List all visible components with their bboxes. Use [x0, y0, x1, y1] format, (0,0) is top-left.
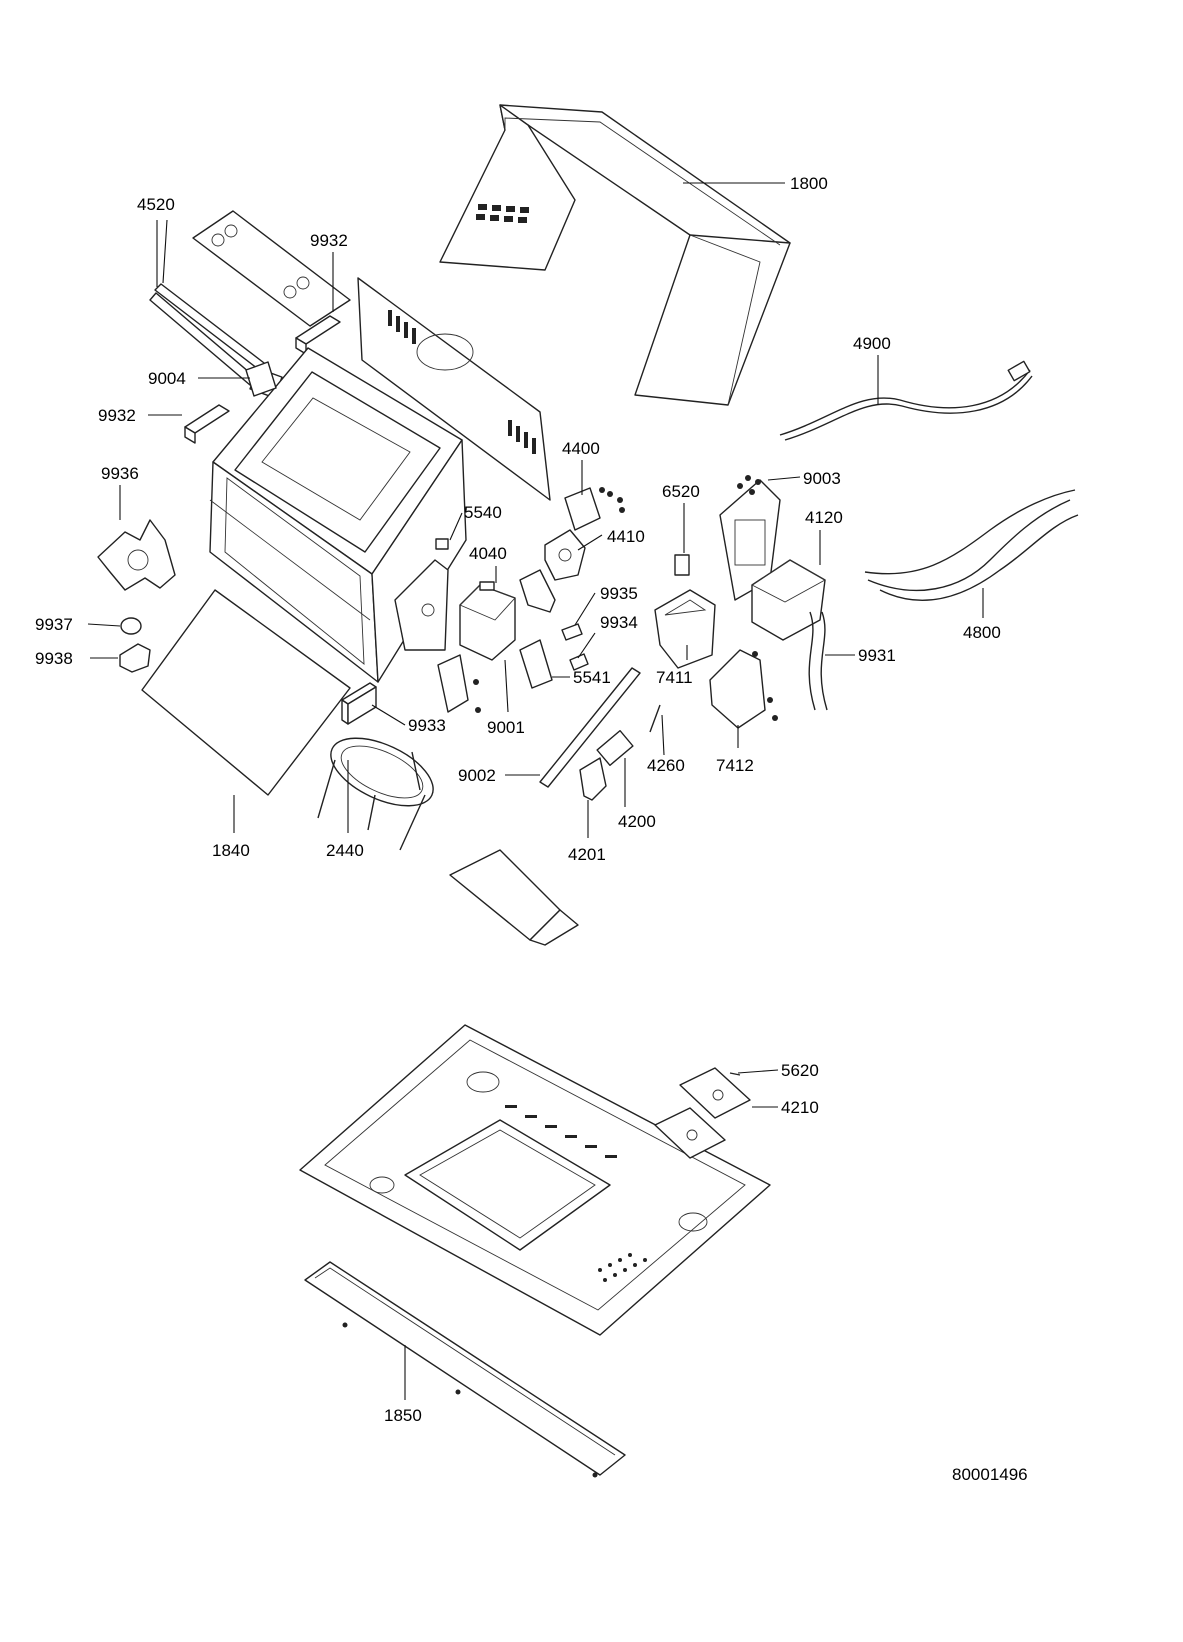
label-9932-top: 9932: [310, 231, 348, 250]
label-4200: 4200: [618, 812, 656, 831]
label-4260: 4260: [647, 756, 685, 775]
label-9002: 9002: [458, 766, 496, 785]
label-9938: 9938: [35, 649, 73, 668]
part-9004-bracket: [245, 361, 277, 397]
drip-tray: [449, 849, 579, 946]
label-5540: 5540: [464, 503, 502, 522]
label-9931: 9931: [858, 646, 896, 665]
label-5620: 5620: [781, 1061, 819, 1080]
part-9002-rail: [539, 667, 641, 788]
label-7412: 7412: [716, 756, 754, 775]
part-5620-sensor: [729, 1072, 741, 1076]
label-6520: 6520: [662, 482, 700, 501]
part-9001-bracket: [437, 654, 481, 713]
part-4201-capacitor-bracket: [579, 757, 607, 801]
label-4210: 4210: [781, 1098, 819, 1117]
label-4040: 4040: [469, 544, 507, 563]
label-5541: 5541: [573, 668, 611, 687]
part-4410-fan-blade: [544, 529, 586, 581]
oven-cavity: [209, 347, 467, 683]
part-7411-bracket: [654, 589, 716, 669]
label-9934: 9934: [600, 613, 638, 632]
label-9932-bottom: 9932: [98, 406, 136, 425]
label-4120: 4120: [805, 508, 843, 527]
part-4120-transformer: [751, 559, 826, 641]
leader-lines: [87, 182, 984, 1400]
label-9933: 9933: [408, 716, 446, 735]
fan-duct-bracket: [519, 569, 556, 613]
part-4210-mounting-plate: [654, 1067, 751, 1159]
part-7412-bracket: [709, 649, 778, 729]
label-7411: 7411: [656, 668, 693, 687]
part-9936-roller-support: [97, 519, 176, 591]
document-number: 80001496: [952, 1465, 1028, 1484]
mounting-plate: [394, 559, 449, 651]
part-4800-wiring-harness: [864, 489, 1079, 602]
label-9003: 9003: [803, 469, 841, 488]
label-1850: 1850: [384, 1406, 422, 1425]
label-4520: 4520: [137, 195, 175, 214]
part-5540-thermal-cutout: [435, 538, 449, 550]
label-9001: 9001: [487, 718, 525, 737]
part-4260-fuse: [649, 704, 661, 733]
part-9935-pad: [561, 623, 583, 641]
part-9933-spacer: [341, 682, 377, 725]
label-9004: 9004: [148, 369, 186, 388]
part-9932-spacer-bottom: [184, 404, 230, 444]
label-2440: 2440: [326, 841, 364, 860]
part-1840-floor-plate: [141, 589, 351, 796]
part-labels: 1800 4520 9932 4900 9004 9932 9936 4400 …: [35, 174, 1028, 1484]
label-9936: 9936: [101, 464, 139, 483]
part-4200-capacitor: [596, 729, 634, 767]
part-4900-power-cord: [779, 360, 1033, 441]
part-1850-front-strip: [304, 1261, 626, 1478]
part-4040-magnetron: [459, 581, 516, 661]
label-9937: 9937: [35, 615, 73, 634]
part-6520-thermostat: [674, 554, 690, 576]
part-9003-pcb-bracket: [719, 475, 781, 601]
label-4800: 4800: [963, 623, 1001, 642]
label-9935: 9935: [600, 584, 638, 603]
part-1800-outer-cabinet: [439, 104, 791, 406]
base-plate: [299, 1024, 771, 1336]
label-4410: 4410: [607, 527, 645, 546]
part-9932-spacer-top: [295, 315, 341, 355]
part-2440-grill-rack: [317, 737, 434, 851]
label-4900: 4900: [853, 334, 891, 353]
part-9938-turntable-motor: [119, 643, 151, 673]
label-1800: 1800: [790, 174, 828, 193]
back-panel: [357, 277, 551, 501]
label-4201: 4201: [568, 845, 606, 864]
part-4400-fan-motor: [564, 487, 625, 531]
part-5541-microswitch: [519, 639, 553, 689]
part-9937-coupler: [120, 617, 142, 635]
label-4400: 4400: [562, 439, 600, 458]
part-9931-hose: [808, 611, 828, 711]
label-1840: 1840: [212, 841, 250, 860]
